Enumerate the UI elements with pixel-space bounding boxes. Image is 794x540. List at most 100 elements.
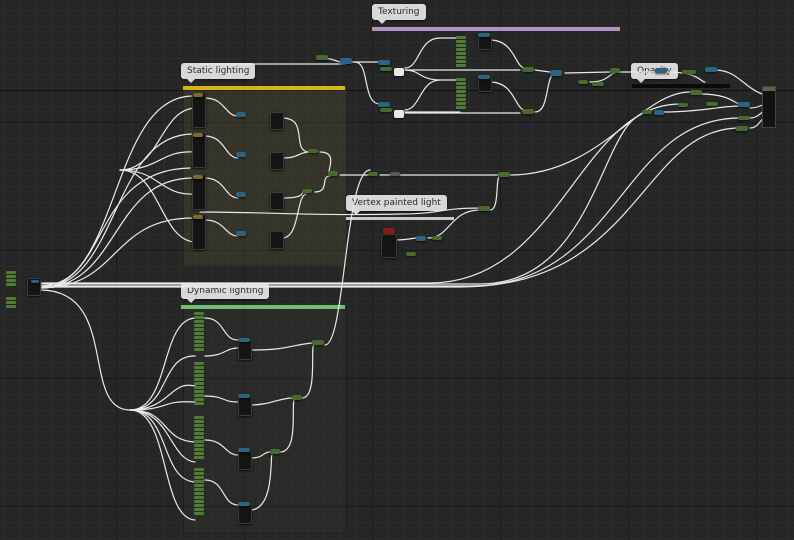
multiply-node[interactable] [522,67,534,72]
wire[interactable] [249,342,313,351]
wire[interactable] [204,317,239,341]
light-function-node[interactable] [238,504,252,524]
static-lighting-comment[interactable]: Static lighting [181,63,256,83]
lightmap-node[interactable] [192,174,206,210]
wire[interactable] [489,175,501,211]
light-function-node[interactable] [238,396,252,416]
multiply-node[interactable] [236,152,246,157]
material-output-node[interactable] [762,86,776,128]
wire[interactable] [281,189,305,199]
opacity-node[interactable] [655,68,667,73]
final-param[interactable] [738,116,750,120]
wire[interactable] [39,167,191,287]
wire[interactable] [589,71,621,83]
light-params[interactable] [194,312,204,352]
final-multiply-node[interactable] [738,102,750,107]
wire[interactable] [664,71,706,83]
wire[interactable] [39,177,194,289]
wire[interactable] [129,409,196,483]
multiply-node[interactable] [498,172,510,177]
multiply-node[interactable] [236,192,246,197]
append-node[interactable] [270,192,284,210]
wire[interactable] [119,169,196,195]
reroute-node[interactable] [390,172,400,176]
multiply-node[interactable] [610,68,620,73]
add-node[interactable] [312,340,324,345]
texcoord-node[interactable] [316,55,328,60]
lightmap-node[interactable] [192,92,206,128]
texcoord-inputs[interactable] [6,271,16,287]
vertex-color-output[interactable] [381,234,397,258]
wire[interactable] [204,219,239,237]
wire[interactable] [427,209,481,239]
wire[interactable] [534,73,556,113]
opacity-comment[interactable]: Opacity [631,63,678,83]
light-params[interactable] [194,362,204,406]
add-node[interactable] [328,171,338,176]
vertex-color-node[interactable] [383,228,395,234]
wire[interactable] [354,61,381,105]
wire[interactable] [204,97,239,117]
constant-node[interactable] [578,80,588,84]
texture-sample-node[interactable] [394,110,404,118]
wire[interactable] [39,127,741,288]
mask-node[interactable] [654,110,664,115]
constant-node[interactable] [706,102,718,106]
lightmap-node[interactable] [192,214,206,250]
wire[interactable] [324,169,371,346]
wire[interactable] [489,39,526,69]
append-node[interactable] [270,112,284,130]
add-node[interactable] [270,449,280,454]
wire[interactable] [489,81,526,111]
param-inputs[interactable] [6,297,16,309]
wire[interactable] [129,317,196,411]
wire[interactable] [281,193,307,239]
panner-node[interactable] [340,58,352,64]
constant-node[interactable] [592,82,604,86]
wire[interactable] [199,207,481,216]
append-node[interactable] [270,231,284,249]
opacity-param[interactable] [682,70,696,74]
wire[interactable] [279,397,296,453]
vertex-painted-light-comment[interactable]: Vertex painted light [346,195,447,215]
wire[interactable] [249,397,293,406]
wire[interactable] [204,177,239,199]
wire[interactable] [534,69,551,73]
wire[interactable] [129,409,196,521]
wire[interactable] [404,69,461,81]
wire[interactable] [204,135,239,159]
texturing-comment[interactable]: Texturing [372,4,426,24]
add-node[interactable] [302,189,312,193]
wire[interactable] [301,344,315,399]
wire[interactable] [281,151,311,159]
wire[interactable] [119,107,196,171]
wire[interactable] [249,451,271,459]
emissive-add-node[interactable] [690,90,702,95]
uv-node[interactable] [378,60,390,65]
wire[interactable] [404,37,461,69]
final-param[interactable] [736,126,748,131]
lightmap-node[interactable] [192,132,206,168]
wire[interactable] [39,289,131,411]
uv-node[interactable] [378,102,390,107]
wire[interactable] [314,175,331,193]
constant-node[interactable] [406,252,416,256]
wire[interactable] [249,454,273,511]
wire[interactable] [39,217,194,289]
multiply-node[interactable] [522,109,534,114]
wire[interactable] [129,384,196,411]
uv-node[interactable] [380,108,392,112]
wire[interactable] [204,439,239,456]
add-node[interactable] [432,236,442,240]
constant-node[interactable] [678,103,688,107]
texture-params[interactable] [456,36,466,68]
wire[interactable] [204,395,239,403]
wire[interactable] [119,151,196,171]
wire[interactable] [39,95,194,289]
wire[interactable] [404,79,441,111]
wire[interactable] [129,409,196,463]
mask-node[interactable] [416,236,426,241]
opacity-multiply-node[interactable] [705,67,717,72]
wire[interactable] [39,103,681,284]
